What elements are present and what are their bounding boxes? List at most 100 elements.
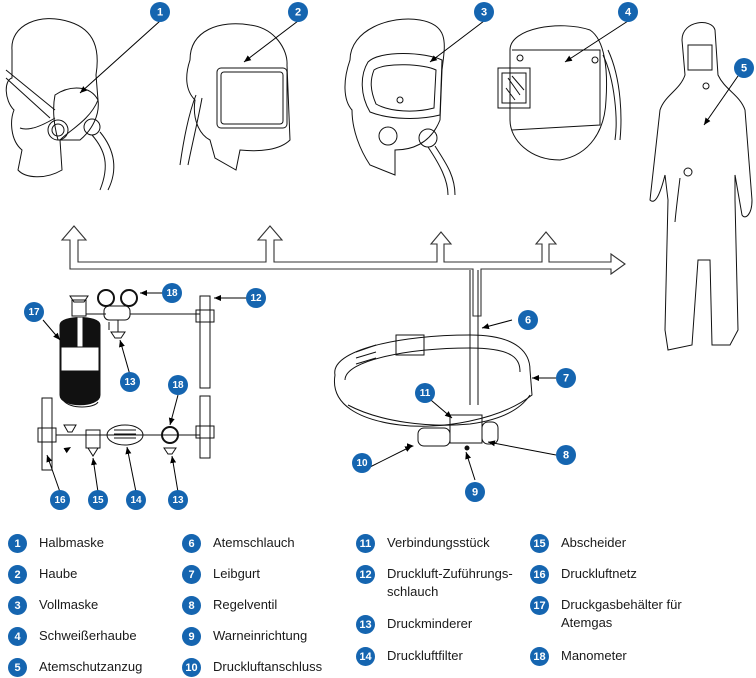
legend-item: 10 Druckluftanschluss bbox=[182, 658, 322, 677]
callout-badge-7: 7 bbox=[556, 368, 576, 388]
callout-badge-number: 2 bbox=[295, 7, 301, 19]
callout-badge-13: 13 bbox=[120, 372, 140, 392]
callout-badge-circle bbox=[126, 490, 146, 510]
legend-label: Druckluftfilter bbox=[387, 648, 463, 663]
callout-badge-number: 10 bbox=[356, 458, 368, 469]
legend-item: 8 Regelventil bbox=[182, 596, 277, 615]
air-supply-illustration bbox=[37, 289, 215, 471]
legend-number-badge: 12 bbox=[356, 565, 375, 584]
legend-label: Atemschutzanzug bbox=[39, 659, 143, 674]
hood-illustration bbox=[179, 23, 291, 171]
callout-badge-number: 1 bbox=[157, 7, 163, 19]
callout-badge-number: 8 bbox=[563, 450, 569, 462]
callout-badge-number: 17 bbox=[28, 307, 40, 318]
legend-number-badge: 15 bbox=[530, 534, 549, 553]
callout-badge-10: 10 bbox=[352, 453, 372, 473]
callout-badge-15: 15 bbox=[88, 490, 108, 510]
legend-item: 7 Leibgurt bbox=[182, 565, 260, 584]
legend-label: Verbindungsstück bbox=[387, 535, 490, 550]
callout-badge-number: 13 bbox=[172, 495, 184, 506]
callout-badge-number: 7 bbox=[563, 373, 569, 385]
legend-label: Atemschlauch bbox=[213, 535, 295, 550]
legend-label: Regelventil bbox=[213, 597, 278, 612]
legend-item: 6 Atemschlauch bbox=[182, 534, 295, 553]
callout-badge-9: 9 bbox=[465, 482, 485, 502]
protective-suit-illustration bbox=[649, 22, 753, 351]
callout-badge-circle bbox=[288, 2, 308, 22]
callout-badge-circle bbox=[556, 368, 576, 388]
legend-label: Druckluftnetz bbox=[561, 566, 637, 581]
callout-badge-circle bbox=[168, 490, 188, 510]
belt-illustration bbox=[333, 270, 533, 451]
callout-leaders bbox=[42, 20, 739, 493]
callout-badge-number: 12 bbox=[250, 293, 262, 304]
half-mask-illustration bbox=[5, 18, 115, 191]
legend-number-badge: 18 bbox=[530, 647, 549, 666]
legend-number-badge: 16 bbox=[530, 565, 549, 584]
legend-number-badge: 5 bbox=[8, 658, 27, 677]
legend-label: Druckluftanschluss bbox=[213, 659, 323, 674]
callout-badge-4: 4 bbox=[618, 2, 638, 22]
callout-badge-circle bbox=[474, 2, 494, 22]
callout-badge-number: 9 bbox=[472, 487, 478, 499]
callout-badge-circle bbox=[465, 482, 485, 502]
legend-item: 15 Abscheider bbox=[530, 534, 626, 553]
welding-hood-illustration bbox=[497, 25, 622, 161]
callout-badge-8: 8 bbox=[556, 445, 576, 465]
callout-badge-1: 1 bbox=[150, 2, 170, 22]
legend-number-badge: 2 bbox=[8, 565, 27, 584]
callout-badge-circle bbox=[352, 453, 372, 473]
callout-badge-number: 15 bbox=[92, 495, 104, 506]
legend-item: 2 Haube bbox=[8, 565, 77, 584]
legend-label: Abscheider bbox=[561, 535, 627, 550]
legend-number-badge: 1 bbox=[8, 534, 27, 553]
legend-number-badge: 3 bbox=[8, 596, 27, 615]
callout-badge-number: 5 bbox=[741, 63, 747, 75]
callout-badge-6: 6 bbox=[518, 310, 538, 330]
legend-item: 16 Druckluftnetz bbox=[530, 565, 637, 584]
legend-label: Druckluft-Zuführungs- schlauch bbox=[387, 566, 513, 599]
legend-number-badge: 7 bbox=[182, 565, 201, 584]
legend-label: Warneinrichtung bbox=[213, 628, 308, 643]
callout-badge-number: 13 bbox=[124, 377, 136, 388]
callout-badge-number: 18 bbox=[166, 288, 178, 299]
callout-badge-16: 16 bbox=[50, 490, 70, 510]
callout-badge-number: 11 bbox=[420, 388, 431, 399]
callout-badge-number: 3 bbox=[481, 7, 487, 19]
legend-label: Leibgurt bbox=[213, 566, 260, 581]
callout-badge-circle bbox=[415, 383, 435, 403]
callout-badge-14: 14 bbox=[126, 490, 146, 510]
legend-number-badge: 17 bbox=[530, 596, 549, 615]
callout-badge-2: 2 bbox=[288, 2, 308, 22]
callout-badge-number: 14 bbox=[130, 495, 142, 506]
legend-label: Druckgasbehälter für Atemgas bbox=[561, 597, 682, 630]
legend-number-badge: 13 bbox=[356, 615, 375, 634]
distribution-arrow-outline bbox=[60, 225, 626, 317]
callout-badge-circle bbox=[120, 372, 140, 392]
legend-number-badge: 6 bbox=[182, 534, 201, 553]
callout-badge-circle bbox=[246, 288, 266, 308]
legend-label: Halbmaske bbox=[39, 535, 105, 550]
legend-number-badge: 8 bbox=[182, 596, 201, 615]
callout-badge-circle bbox=[24, 302, 44, 322]
legend-item: 5 Atemschutzanzug bbox=[8, 658, 142, 677]
legend-item: 17 Druckgasbehälter für Atemgas bbox=[530, 596, 682, 632]
legend-number-badge: 10 bbox=[182, 658, 201, 677]
legend-number-badge: 4 bbox=[8, 627, 27, 646]
legend-label: Haube bbox=[39, 566, 78, 581]
callout-badge-11: 11 bbox=[415, 383, 435, 403]
callout-badge-number: 4 bbox=[625, 7, 632, 19]
callout-badge-18: 18 bbox=[162, 283, 182, 303]
callout-badge-13: 13 bbox=[168, 490, 188, 510]
callout-badge-number: 6 bbox=[525, 315, 531, 327]
callout-badge-circle bbox=[88, 490, 108, 510]
